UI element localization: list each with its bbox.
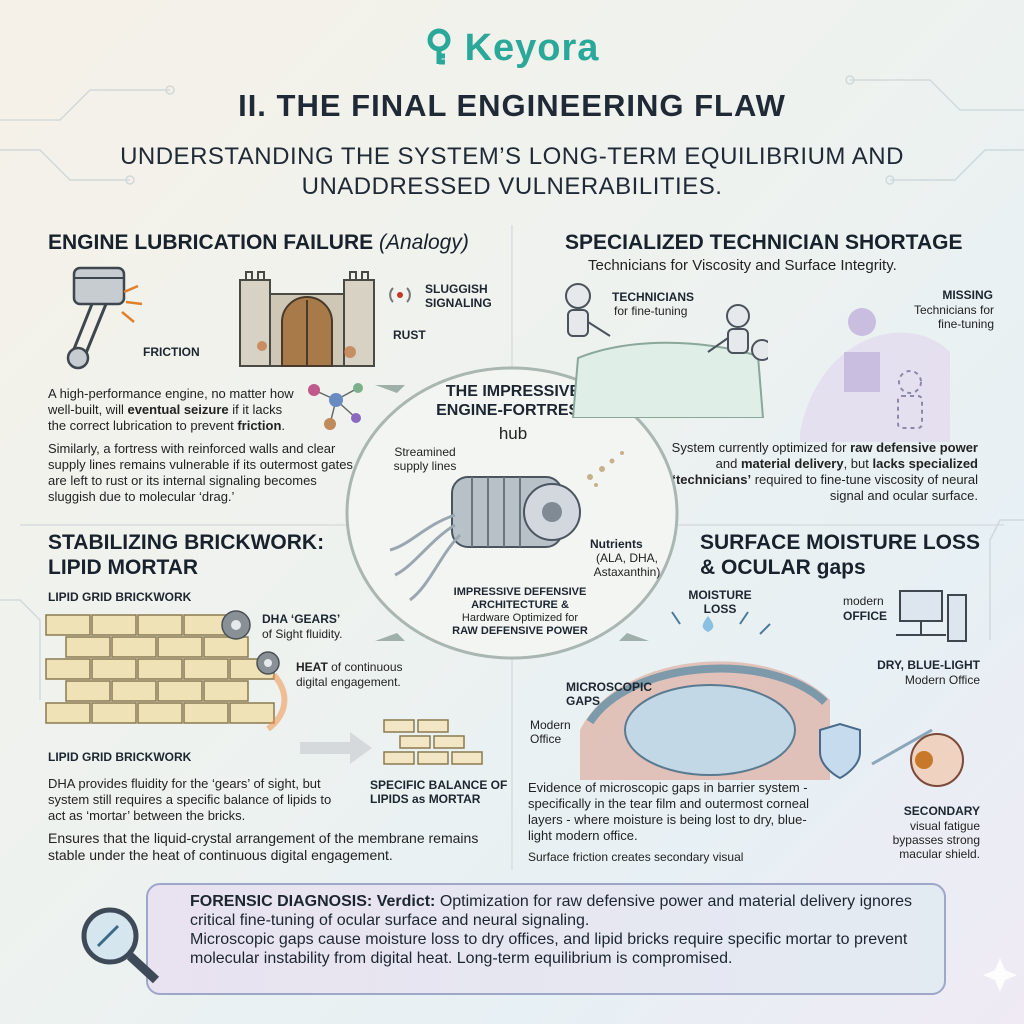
piston-icon <box>66 266 143 370</box>
engine-motor-icon <box>451 476 581 548</box>
shield-and-eyeball-icon <box>819 722 964 787</box>
brand-logo: Keyora <box>0 26 1024 70</box>
fortress-gate-icon <box>239 271 375 367</box>
hub-power-label: RAW DEFENSIVE POWER <box>452 625 588 637</box>
surface-heading: SURFACE MOISTURE LOSS& OCULAR gaps <box>700 531 981 579</box>
sluggish-signaling-label: SLUGGISH SIGNALING <box>425 282 492 310</box>
page-title: II. THE FINAL ENGINEERING FLAW <box>238 88 786 123</box>
dry-blue-light-sublabel: Modern Office <box>904 673 980 687</box>
lipid-heading: STABILIZING BRICKWORK: LIPID MORTAR <box>48 531 325 579</box>
dha-gears-sublabel: of Sight fluidity. <box>262 627 343 641</box>
lipid-paragraph-1: DHA provides fluidity for the ‘gears’ of… <box>48 776 332 823</box>
robot-technicians-icon <box>565 283 768 418</box>
rust-label: RUST <box>393 328 426 342</box>
friction-label: FRICTION <box>143 345 200 359</box>
heat-label: HEAT of continuous digital engagement. <box>296 660 403 689</box>
modern-label: modern <box>843 594 884 608</box>
technician-paragraph: System currently optimized for raw defen… <box>671 440 978 503</box>
technicians-label: TECHNICIANS <box>612 290 695 304</box>
missing-sublabel: Technicians for fine-tuning <box>913 303 994 331</box>
hub-nutrients-label: Nutrients <box>590 537 643 551</box>
microscopic-gaps-label: MICROSCOPIC GAPS <box>566 680 653 708</box>
moisture-loss-label: MOISTURE LOSS <box>688 588 752 616</box>
supply-lines-icon <box>389 513 462 602</box>
mortar-bricks-arrow-icon <box>300 719 483 765</box>
missing-technician-silhouette-icon <box>800 308 950 442</box>
secondary-sublabel: visual fatigue bypasses strong macular s… <box>892 819 980 861</box>
eye-cross-section-icon <box>580 611 830 780</box>
signal-waves-icon <box>389 287 411 303</box>
hub-cycle-diagram <box>345 366 679 660</box>
hub-title: THE IMPRESSIVE ENGINE-FORTRESS <box>436 383 590 419</box>
magnifying-glass-icon <box>81 907 160 984</box>
surface-friction-text: Surface friction creates secondary visua… <box>528 850 744 864</box>
office-label: OFFICE <box>843 609 887 623</box>
forensic-diagnosis-panel <box>146 883 946 995</box>
nutrient-particles <box>587 451 624 487</box>
molecule-icon <box>308 383 363 430</box>
dry-blue-light-label: DRY, BLUE-LIGHT <box>877 658 980 672</box>
engine-heading: ENGINE LUBRICATION FAILURE (Analogy) <box>48 231 469 254</box>
office-computer-icon <box>896 590 967 642</box>
technician-heading: SPECIALIZED TECHNICIAN SHORTAGE <box>565 231 963 254</box>
hub-nutrients-list: (ALA, DHA, Astaxanthin) <box>593 551 661 579</box>
hub-architecture-label: IMPRESSIVE DEFENSIVE ARCHITECTURE & <box>453 586 587 611</box>
technicians-sublabel: for fine-tuning <box>614 304 688 318</box>
secondary-label: SECONDARY <box>903 804 980 818</box>
hub-subtitle: hub <box>498 424 528 443</box>
surface-paragraph: Evidence of microscopic gaps in barrier … <box>528 780 810 843</box>
missing-label: MISSING <box>942 288 993 302</box>
engine-paragraph-1: A high-performance engine, no matter how… <box>48 386 294 433</box>
dha-gears-label: DHA ‘GEARS’ <box>262 612 341 626</box>
specific-balance-label: SPECIFIC BALANCE OF LIPIDS as MORTAR <box>370 778 508 806</box>
lipid-brick-wall-icon <box>45 610 288 732</box>
lipid-grid-top-label: LIPID GRID BRICKWORK <box>48 590 192 604</box>
hub-hardware-label: Hardware Optimized for <box>461 612 579 624</box>
engine-paragraph-2: Similarly, a fortress with reinforced wa… <box>48 441 353 504</box>
hub-supply-label: Streamined supply lines <box>393 445 457 473</box>
technician-subheading: Technicians for Viscosity and Surface In… <box>588 257 897 274</box>
page-subtitle: UNDERSTANDING THE SYSTEM’S LONG-TERM EQU… <box>120 143 904 200</box>
modern-office-label: Modern Office <box>530 718 571 746</box>
lipid-grid-bottom-label: LIPID GRID BRICKWORK <box>48 750 192 764</box>
forensic-diagnosis-text: FORENSIC DIAGNOSIS: Verdict: Optimizatio… <box>190 893 913 967</box>
key-icon <box>427 28 451 65</box>
lipid-paragraph-2: Ensures that the liquid-crystal arrangem… <box>48 830 479 863</box>
